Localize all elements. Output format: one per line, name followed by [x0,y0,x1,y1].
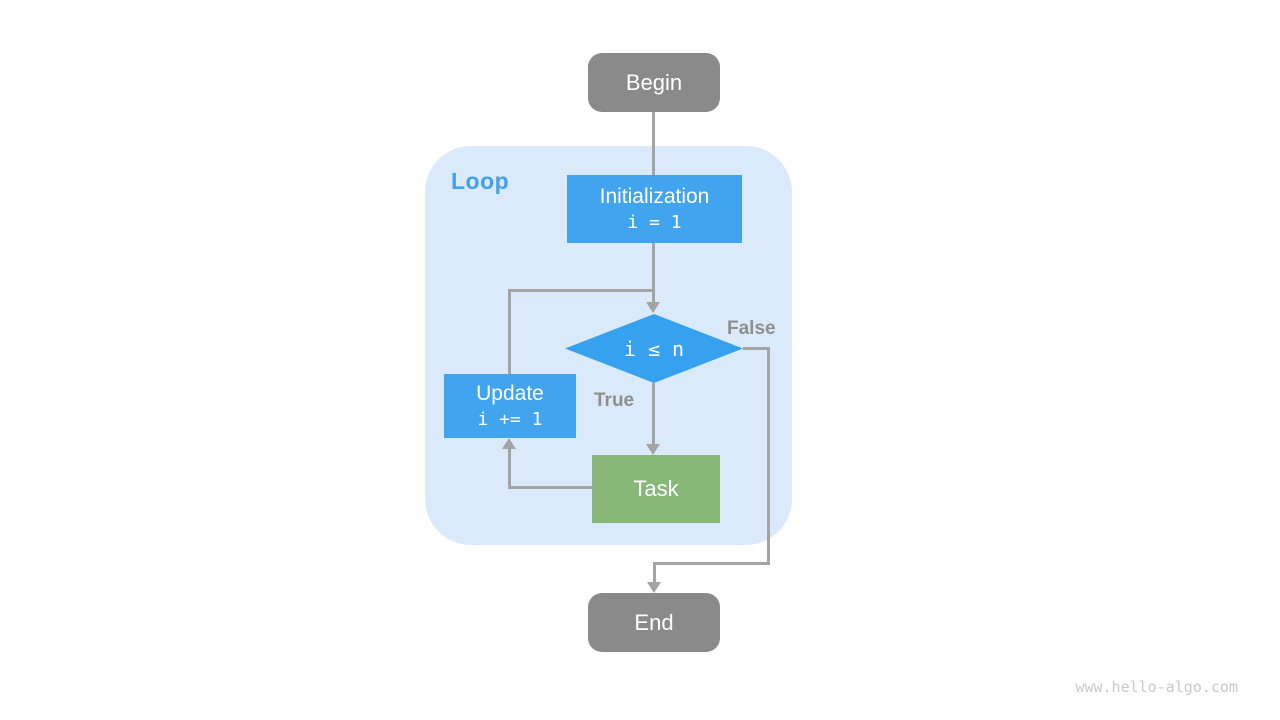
node-task-label: Task [633,476,679,501]
node-condition-label: i ≤ n [623,336,685,361]
edge-condition-to-task [652,383,655,445]
edge-begin-to-initialization [652,112,655,176]
edge-false-vertical-right [767,347,770,565]
node-begin-label: Begin [625,69,683,95]
node-task: Task [592,455,720,523]
arrowhead-into-task [646,444,660,455]
edge-update-loopback-horizontal [508,289,655,292]
edge-label-false: False [727,318,776,339]
edge-task-to-update-horizontal [508,486,592,489]
node-end: End [588,593,720,652]
loop-label: Loop [451,168,510,194]
node-initialization-code: i = 1 [627,211,682,233]
edge-label-true: True [594,390,635,411]
edge-false-horizontal-top [743,347,770,350]
node-update: Update i += 1 [444,374,576,438]
edge-initialization-to-condition [652,243,655,305]
edge-false-horizontal-bottom [653,562,770,565]
watermark: www.hello-algo.com [1075,678,1238,696]
node-initialization-label: Initialization [599,184,710,208]
node-update-label: Update [476,381,544,405]
arrowhead-into-end [647,582,661,593]
arrowhead-into-update [502,438,516,449]
edge-update-loopback-vertical [508,289,511,374]
edge-false-vertical-into-end [653,562,656,583]
node-begin: Begin [588,53,720,112]
arrowhead-into-condition [646,302,660,313]
node-end-label: End [634,609,674,635]
node-update-code: i += 1 [477,408,543,430]
edge-task-to-update-vertical [508,449,511,489]
node-initialization: Initialization i = 1 [567,175,742,243]
